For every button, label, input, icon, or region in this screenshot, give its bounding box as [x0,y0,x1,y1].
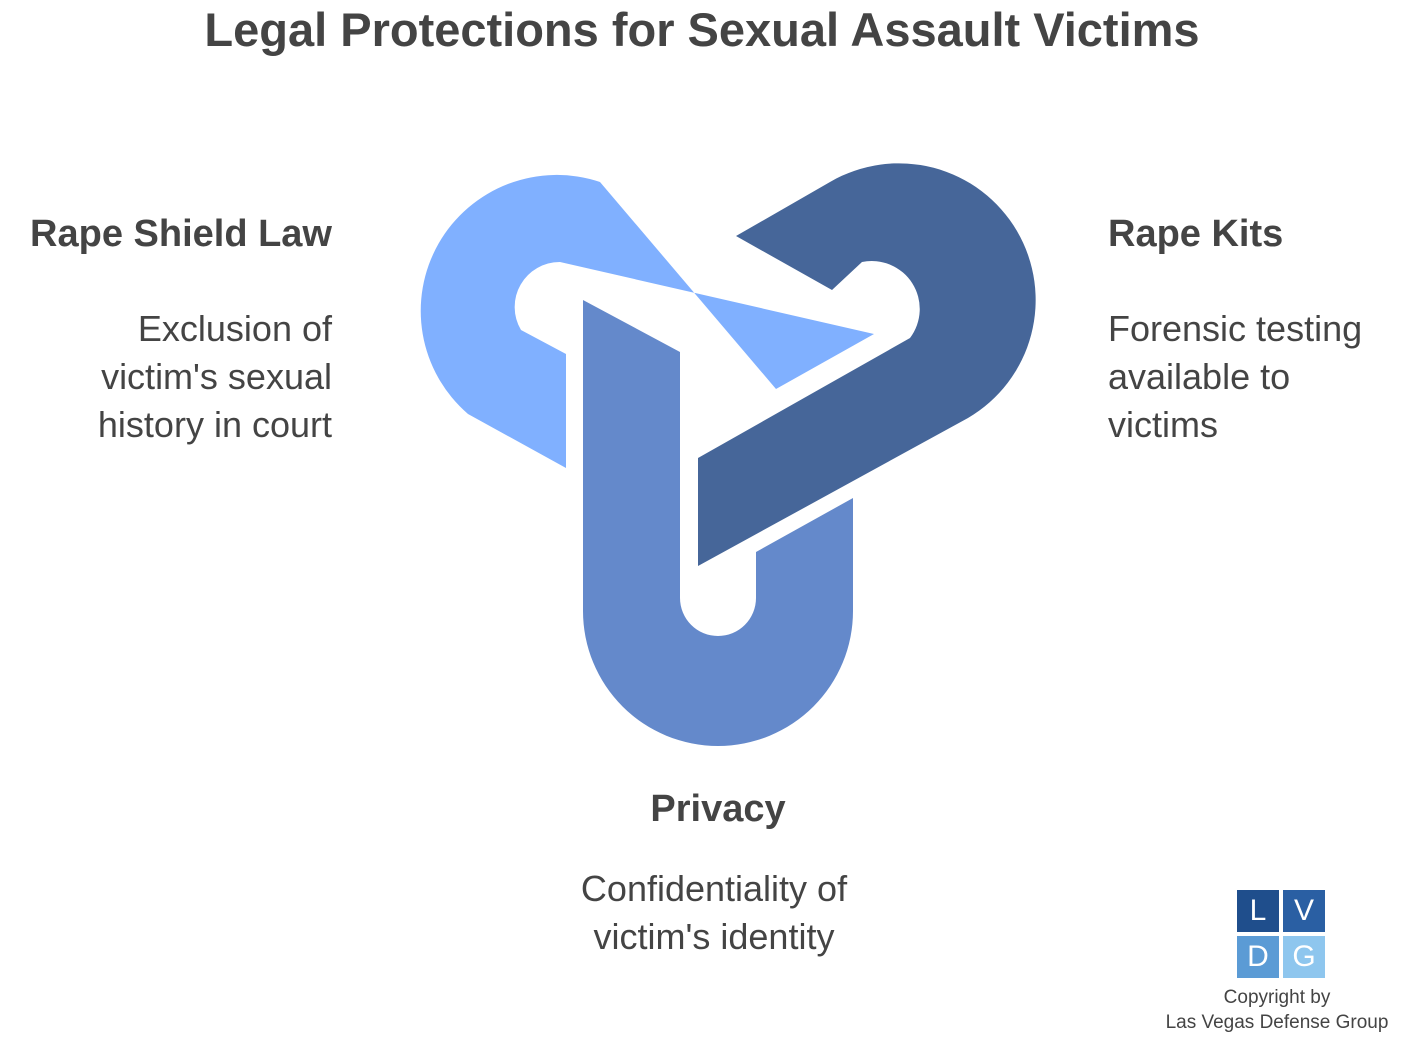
page-title: Legal Protections for Sexual Assault Vic… [204,3,1200,56]
link-rape-kits [698,163,1036,566]
logo-letter: D [1237,936,1279,978]
copyright-line: Copyright by [1223,987,1331,1008]
logo-letter: G [1283,936,1325,978]
description-line: Forensic testing [1108,308,1363,349]
description-line: victim's identity [593,916,835,957]
description-line: victim's sexual [101,356,332,397]
link-privacy [583,300,853,746]
item-heading-privacy: Privacy [650,788,786,830]
logo-letter: L [1237,890,1279,932]
lvdg-logo: L V D G [1237,890,1325,978]
logo-letter: V [1283,890,1325,932]
description-line: available to [1108,356,1291,397]
description-line: Confidentiality of [580,868,848,909]
item-description-privacy: Confidentiality of victim's identity [414,865,1014,961]
description-line: Exclusion of [137,308,332,349]
link-rape-shield-law [420,174,874,469]
item-description-rape-kits: Forensic testing available to victims [1108,305,1362,449]
copyright-line: Las Vegas Defense Group [1165,1012,1389,1033]
description-line: history in court [97,404,332,445]
item-heading-rape-shield-law: Rape Shield Law [30,213,332,255]
description-line: victims [1108,404,1218,445]
copyright-notice: Copyright by Las Vegas Defense Group [1140,985,1404,1035]
item-description-rape-shield-law: Exclusion of victim's sexual history in … [0,305,332,449]
item-heading-rape-kits: Rape Kits [1108,213,1284,255]
